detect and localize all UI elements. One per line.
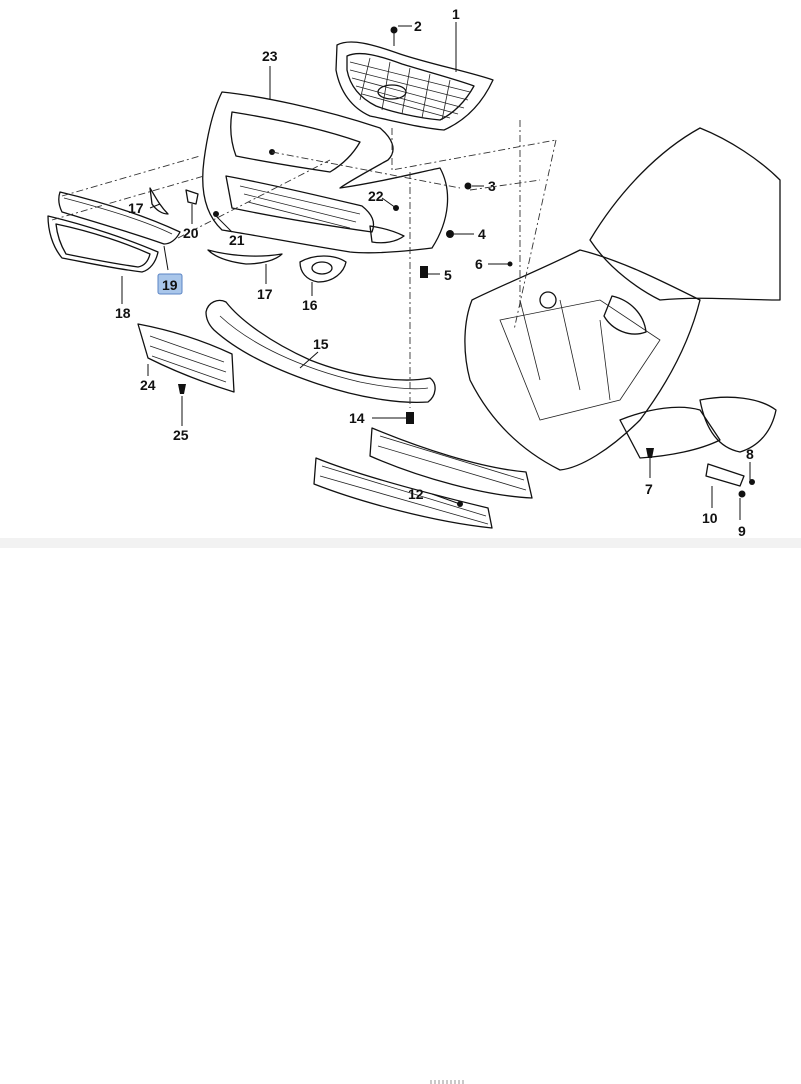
clip-21 [213, 211, 219, 217]
callout-23[interactable]: 23 [262, 48, 278, 64]
grille-trim-strip [58, 191, 181, 245]
lower-grille-frame [47, 215, 159, 273]
installation-lines [51, 120, 557, 408]
vehicle-front-structure [464, 127, 781, 487]
callout-12[interactable]: 12 [408, 486, 424, 502]
energy-absorber [205, 299, 436, 403]
callout-20[interactable]: 20 [183, 225, 199, 241]
callout-22[interactable]: 22 [368, 188, 384, 204]
parts-diagram: 1 2 3 4 5 6 7 8 9 10 12 14 15 16 17 17 1… [47, 6, 781, 539]
resize-handle[interactable] [430, 1080, 464, 1084]
callout-6[interactable]: 6 [475, 256, 483, 272]
callout-9[interactable]: 9 [738, 523, 746, 539]
bottom-scroll-bar[interactable] [0, 538, 801, 1084]
callout-4[interactable]: 4 [478, 226, 486, 242]
selected-callout-highlight [157, 273, 183, 295]
callout-1[interactable]: 1 [452, 6, 460, 22]
callout-2[interactable]: 2 [414, 18, 422, 34]
air-deflector [137, 323, 235, 393]
callout-24[interactable]: 24 [140, 377, 156, 393]
callout-10[interactable]: 10 [702, 510, 718, 526]
callout-17-upper[interactable]: 17 [128, 200, 144, 216]
upper-grille [335, 41, 494, 131]
callout-17-lower[interactable]: 17 [257, 286, 273, 302]
callout-3[interactable]: 3 [488, 178, 496, 194]
impact-bar-upper [369, 427, 533, 499]
callout-7[interactable]: 7 [645, 481, 653, 497]
callout-21[interactable]: 21 [229, 232, 245, 248]
fog-lamp-bezel [299, 255, 347, 283]
callout-5[interactable]: 5 [444, 267, 452, 283]
callout-15[interactable]: 15 [313, 336, 329, 352]
fog-lamp-molding-upper [149, 187, 169, 215]
callout-19[interactable]: 19 [162, 277, 178, 293]
callout-labels: 1 2 3 4 5 6 7 8 9 10 12 14 15 16 17 17 1… [115, 6, 754, 539]
impact-bar-lower [313, 457, 493, 529]
callout-18[interactable]: 18 [115, 305, 131, 321]
fog-lamp-molding-lower [207, 249, 283, 265]
callout-25[interactable]: 25 [173, 427, 189, 443]
callout-16[interactable]: 16 [302, 297, 318, 313]
bracket-20 [185, 189, 199, 205]
callout-14[interactable]: 14 [349, 410, 365, 426]
leader-lines [121, 22, 751, 520]
exploded-view-drawing: 1 2 3 4 5 6 7 8 9 10 12 14 15 16 17 17 1… [47, 6, 781, 539]
callout-8[interactable]: 8 [746, 446, 754, 462]
front-fascia [202, 91, 449, 254]
